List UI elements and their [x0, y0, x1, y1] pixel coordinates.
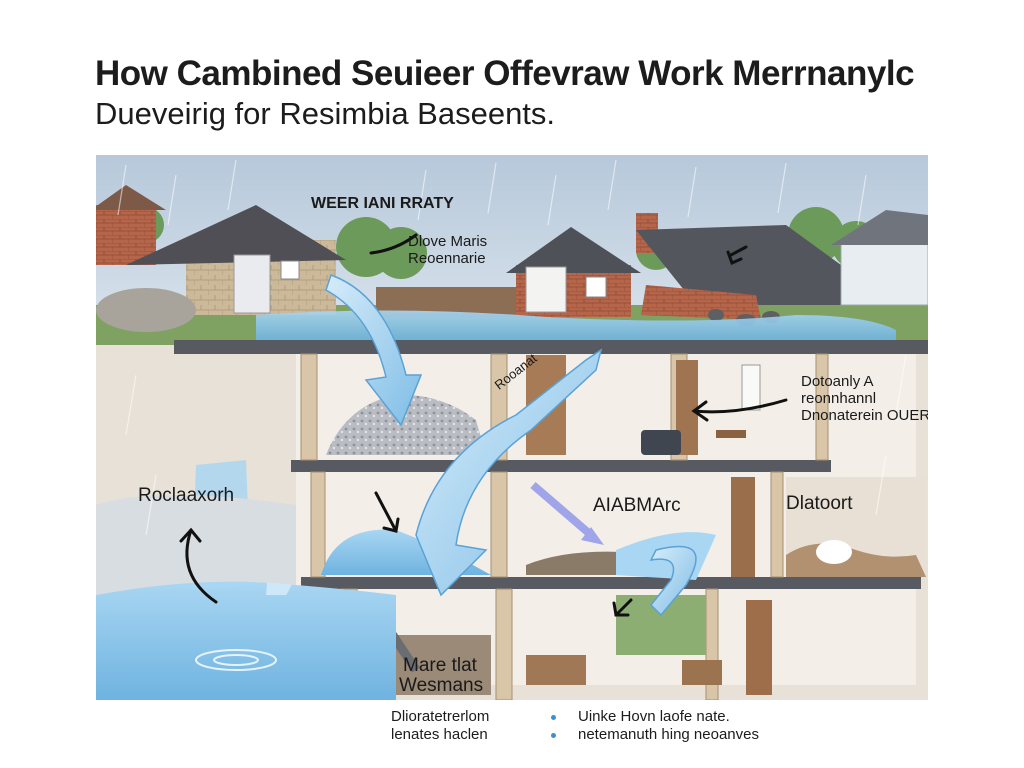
- flow-arrow-down: [325, 274, 423, 427]
- legend-left-line1: Dlioratetrerlom: [391, 708, 490, 725]
- surface-flood-water: [256, 310, 896, 340]
- label-middle: AIABMArc: [593, 495, 681, 516]
- label-right-upper-line1: Dotoanly A: [801, 373, 874, 390]
- overflow-water: [96, 460, 396, 700]
- label-top-arrow-line2: Reoennarie: [408, 250, 486, 267]
- diagram-subtitle: Dueveirig for Resimbia Baseents.: [95, 96, 556, 131]
- gravel-fill: [326, 394, 486, 455]
- diagram-title: How Cambined Seuieer Offevraw Work Merrn…: [95, 54, 915, 93]
- legend-right-line1: Uinke Hovn laofe nate.: [578, 708, 730, 725]
- label-right-upper-line2: reonnhannl: [801, 390, 877, 407]
- legend-left-line2: lenates haclen: [391, 726, 488, 743]
- label-bottom-line1: Mare tlat: [403, 655, 477, 676]
- left-house: [96, 185, 346, 332]
- legend: Dlioratetrerlom lenates haclen Uinke Hov…: [0, 706, 1024, 756]
- legend-right-line2: netemanuth hing neoanves: [578, 726, 759, 743]
- floor-slabs: [174, 340, 928, 589]
- label-top-center: WEER IANI RRATY: [311, 195, 454, 212]
- label-left-overflow: Roclaaxorh: [138, 485, 235, 506]
- right-house: [636, 210, 928, 320]
- house-cross-section-illustration: WEER IANI RRATY Dlove Maris Reoennarie R…: [96, 155, 928, 700]
- upper-room: [526, 355, 761, 455]
- center-house: [506, 227, 641, 317]
- pointer-arrows: [179, 233, 788, 617]
- flow-arrow-basement: [649, 545, 697, 617]
- label-right-middle: Dlatoort: [786, 493, 853, 514]
- label-top-arrow-line1: Dlove Maris: [408, 233, 488, 250]
- pointer-arrow-purple: [530, 481, 604, 545]
- legend-dot-top: [551, 715, 556, 720]
- legend-dot-bottom: [551, 733, 556, 738]
- label-right-upper-line3: Dnonaterein OUER: [801, 407, 928, 424]
- rain: [117, 159, 907, 536]
- flow-arrow-pipe: [415, 348, 603, 597]
- label-bottom-line2: Wesmans: [399, 675, 484, 696]
